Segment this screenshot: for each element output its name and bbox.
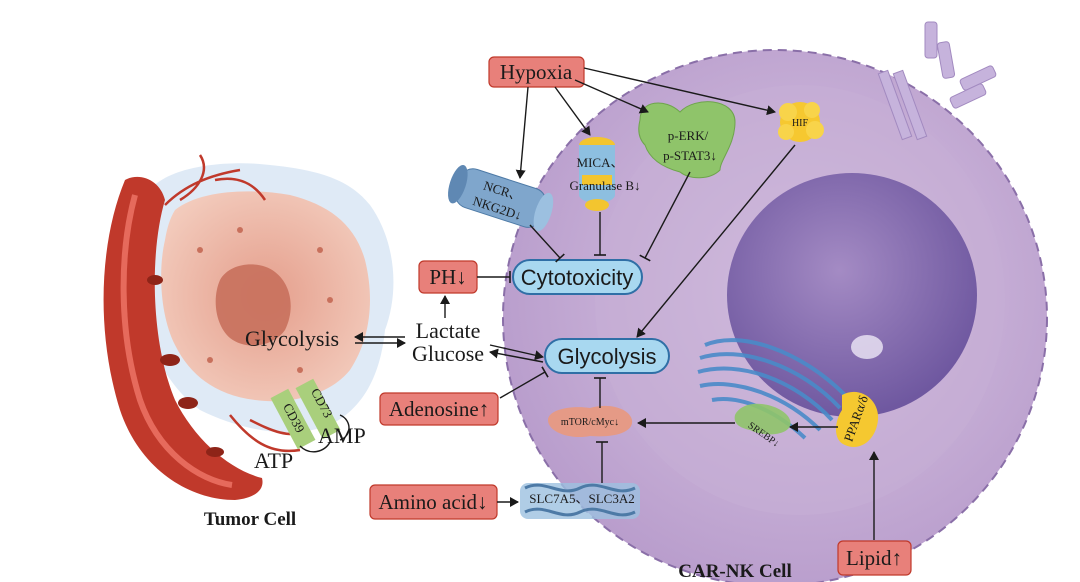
mica-granulase-protein: MICA、 Granulase B↓ [569,137,641,211]
ph-label: PH↓ [429,265,466,289]
lipid-box: Lipid↑ [837,540,912,576]
lipid-label: Lipid↑ [846,546,902,570]
amino-acid-label: Amino acid↓ [378,490,487,514]
car-nk-cell-title: CAR-NK Cell [678,561,791,582]
nucleolus [851,335,883,359]
atp-label: ATP [254,448,293,473]
slc-transporter: SLC7A5、SLC3A2 [520,483,640,519]
tumor-cell [138,163,394,433]
cytotoxicity-pill: Cytotoxicity [512,259,643,295]
car-nk-cell: HIF p-ERK/ p-STAT3↓ MICA、 Granulase B↓ N… [448,21,1048,582]
glycolysis-tumor-label: Glycolysis [245,326,339,351]
mtor-label: mTOR/cMyc↓ [561,417,619,428]
hif-label: HIF [792,118,809,129]
hypoxia-box: Hypoxia [488,56,585,88]
ph-box: PH↓ [418,260,478,294]
amp-label: AMP [318,423,366,448]
receptor-icon [877,21,997,141]
connector-arrows [354,67,879,540]
lactate-label: Lactate [416,318,481,343]
hypoxia-label: Hypoxia [500,60,573,84]
blood-vessel [103,154,311,500]
perk-pstat3-protein: p-ERK/ p-STAT3↓ [638,101,736,179]
mica-label: MICA、 [577,155,624,170]
amino-acid-box: Amino acid↓ [369,484,498,520]
slc-label: SLC7A5、SLC3A2 [529,491,634,506]
hif-protein: HIF [778,102,824,142]
tumor-cell-title: Tumor Cell [204,509,296,530]
cytotoxicity-label: Cytotoxicity [521,265,633,290]
tumor-core [215,264,291,346]
nucleus [727,173,977,417]
mtor-cmyc-protein: mTOR/cMyc↓ [548,405,633,438]
glucose-label: Glucose [412,341,484,366]
adenosine-box: Adenosine↑ [379,392,499,426]
cd39-cd73: CD39 CD73 [270,378,350,453]
adenosine-label: Adenosine↑ [389,397,489,421]
ppar-protein: PPARα/δ [836,391,879,448]
glycolysis-nk-pill: Glycolysis [544,338,670,374]
glycolysis-nk-label: Glycolysis [557,344,656,369]
granulase-label: Granulase B↓ [569,178,640,193]
pstat3-label: p-STAT3↓ [663,148,717,163]
ncr-nkg2d-receptor: NCR、 NKG2D↓ [448,165,554,232]
perk-label: p-ERK/ [668,128,709,143]
